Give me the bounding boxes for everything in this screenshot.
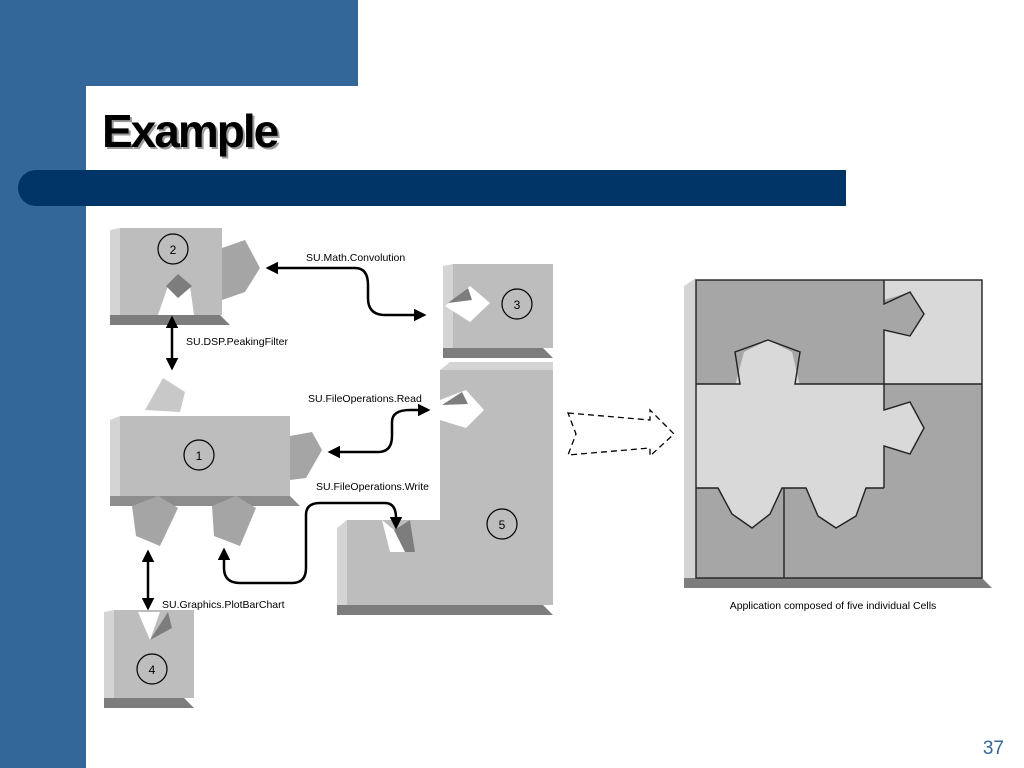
connector-1-5-read (327, 403, 431, 459)
label-dsp-peaking-filter: SU.DSP.PeakingFilter (186, 336, 288, 348)
cell-1-number: 1 (196, 449, 203, 463)
label-file-operations-read: SU.FileOperations.Read (308, 393, 422, 405)
title-underline-bar (18, 170, 846, 206)
label-file-operations-write: SU.FileOperations.Write (316, 481, 429, 493)
connector-1-5-write (217, 501, 403, 585)
page-number: 37 (982, 738, 1004, 759)
cell-5-number: 5 (499, 518, 506, 532)
label-math-convolution: SU.Math.Convolution (306, 252, 405, 264)
slide-title: Example (102, 105, 279, 157)
cell-2-number: 2 (170, 243, 177, 257)
composition-arrow (567, 408, 675, 458)
cell-4: 4 (104, 610, 194, 708)
top-accent-band (0, 0, 358, 86)
cell-2: 2 (110, 228, 260, 325)
connector-lines (141, 261, 431, 611)
left-accent-band (0, 0, 86, 768)
label-graphics-plot-bar-chart: SU.Graphics.PlotBarChart (162, 599, 285, 611)
assembled-cell-1 (696, 384, 884, 488)
connector-2-3 (265, 261, 427, 322)
title-card (86, 86, 358, 186)
cell-1: 1 (110, 378, 322, 546)
connector-labels: SU.Math.Convolution SU.DSP.PeakingFilter… (162, 252, 429, 611)
assembled-application: Application composed of five individual … (684, 278, 992, 612)
cell-3-number: 3 (514, 298, 521, 312)
cell-3: 3 (443, 264, 553, 358)
cell-4-number: 4 (149, 663, 156, 677)
assembled-caption: Application composed of five individual … (730, 600, 937, 612)
